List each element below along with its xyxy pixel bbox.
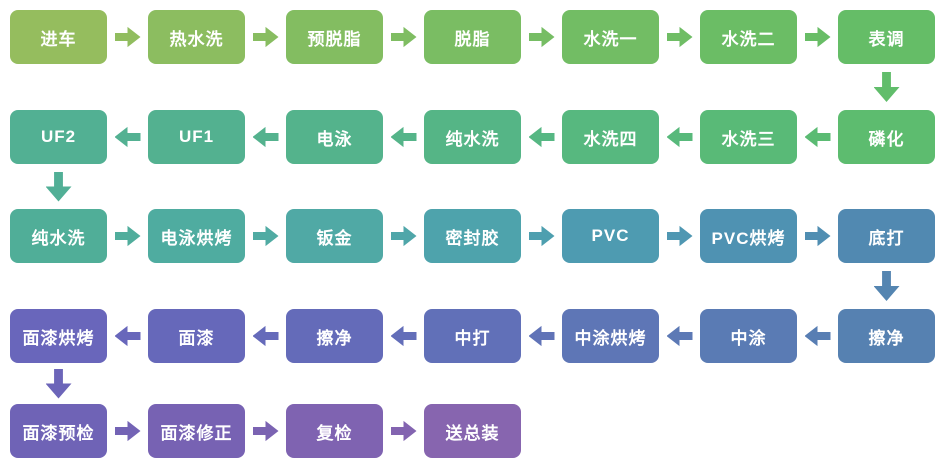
arrow-right-icon — [666, 26, 693, 48]
arrow-right-icon — [252, 225, 279, 247]
flow-step-label: 密封胶 — [445, 228, 500, 248]
arrow-left-icon — [252, 126, 279, 148]
flow-step-label: PVC烘烤 — [711, 228, 786, 248]
flow-step-label: 纯水洗 — [31, 228, 86, 248]
flow-step-label: 水洗四 — [583, 129, 638, 149]
flow-step-label: UF2 — [40, 127, 77, 146]
flow-step-label: 表调 — [868, 29, 905, 49]
arrow-left-icon — [666, 325, 693, 347]
flow-step-label: 复检 — [316, 423, 353, 443]
flow-step: 热水洗 — [148, 10, 245, 64]
arrow-left-icon — [666, 126, 693, 148]
flow-step-label: 中涂 — [730, 328, 767, 348]
flow-step: UF1 — [148, 110, 245, 164]
flow-step: 中涂烘烤 — [562, 309, 659, 363]
arrow-right-icon — [528, 225, 555, 247]
flow-step: 送总装 — [424, 404, 521, 458]
flow-step-label: 水洗一 — [583, 29, 638, 49]
arrow-right-icon — [390, 225, 417, 247]
arrow-right-icon — [252, 420, 279, 442]
flow-step-label: UF1 — [178, 127, 215, 146]
flow-step: 钣金 — [286, 209, 383, 263]
flow-step: 中打 — [424, 309, 521, 363]
flow-step-label: 送总装 — [445, 423, 500, 443]
flow-step: 复检 — [286, 404, 383, 458]
flow-step-label: 电泳 — [316, 129, 353, 149]
flow-step: 电泳烘烤 — [148, 209, 245, 263]
arrow-right-icon — [666, 225, 693, 247]
arrow-left-icon — [390, 325, 417, 347]
flow-step-label: PVC — [591, 226, 630, 245]
arrow-right-icon — [114, 225, 141, 247]
flow-step: 密封胶 — [424, 209, 521, 263]
flow-step-label: 预脱脂 — [307, 29, 362, 49]
flow-step-label: 水洗二 — [721, 29, 776, 49]
flow-step: 脱脂 — [424, 10, 521, 64]
flow-step-label: 擦净 — [868, 328, 905, 348]
arrow-down-icon — [873, 271, 900, 301]
arrow-left-icon — [390, 126, 417, 148]
arrow-right-icon — [114, 420, 141, 442]
arrow-down-icon — [873, 72, 900, 102]
arrow-right-icon — [390, 420, 417, 442]
flow-step: 面漆烘烤 — [10, 309, 107, 363]
arrow-left-icon — [252, 325, 279, 347]
flow-step-label: 热水洗 — [169, 29, 224, 49]
arrow-left-icon — [528, 325, 555, 347]
flow-step: 水洗一 — [562, 10, 659, 64]
flow-step: 表调 — [838, 10, 935, 64]
flow-step: PVC烘烤 — [700, 209, 797, 263]
flow-step-label: 脱脂 — [454, 29, 491, 49]
flow-step: 擦净 — [838, 309, 935, 363]
flow-step: 预脱脂 — [286, 10, 383, 64]
flow-step-label: 面漆预检 — [22, 423, 95, 443]
arrow-left-icon — [114, 325, 141, 347]
flow-step: UF2 — [10, 110, 107, 164]
flow-step-label: 水洗三 — [721, 129, 776, 149]
flow-step-label: 磷化 — [868, 129, 905, 149]
flow-step: 擦净 — [286, 309, 383, 363]
flow-step: 进车 — [10, 10, 107, 64]
arrow-right-icon — [804, 225, 831, 247]
flow-step: 水洗二 — [700, 10, 797, 64]
flow-step-label: 纯水洗 — [445, 129, 500, 149]
flow-step-label: 中打 — [454, 328, 491, 348]
flow-step: 磷化 — [838, 110, 935, 164]
flow-step-label: 擦净 — [316, 328, 353, 348]
flow-step-label: 中涂烘烤 — [574, 328, 647, 348]
flow-step: 水洗三 — [700, 110, 797, 164]
flow-step: 电泳 — [286, 110, 383, 164]
flow-step: PVC — [562, 209, 659, 263]
arrow-left-icon — [114, 126, 141, 148]
arrow-left-icon — [804, 126, 831, 148]
flow-step: 底打 — [838, 209, 935, 263]
arrow-right-icon — [114, 26, 141, 48]
flow-step: 纯水洗 — [424, 110, 521, 164]
flow-step: 水洗四 — [562, 110, 659, 164]
flow-step-label: 底打 — [868, 228, 905, 248]
flow-step: 面漆 — [148, 309, 245, 363]
arrow-right-icon — [252, 26, 279, 48]
flow-step-label: 面漆烘烤 — [22, 328, 95, 348]
arrow-right-icon — [804, 26, 831, 48]
arrow-left-icon — [804, 325, 831, 347]
flow-step: 面漆修正 — [148, 404, 245, 458]
flow-step-label: 电泳烘烤 — [160, 228, 233, 248]
arrow-left-icon — [528, 126, 555, 148]
flow-step-label: 钣金 — [316, 228, 353, 248]
arrow-down-icon — [45, 368, 72, 399]
flow-step: 纯水洗 — [10, 209, 107, 263]
arrow-down-icon — [45, 171, 72, 202]
flow-step-label: 面漆修正 — [160, 423, 233, 443]
flow-step-label: 面漆 — [178, 328, 215, 348]
arrow-right-icon — [528, 26, 555, 48]
flow-step: 面漆预检 — [10, 404, 107, 458]
flow-step: 中涂 — [700, 309, 797, 363]
flow-step-label: 进车 — [40, 29, 77, 49]
arrow-right-icon — [390, 26, 417, 48]
